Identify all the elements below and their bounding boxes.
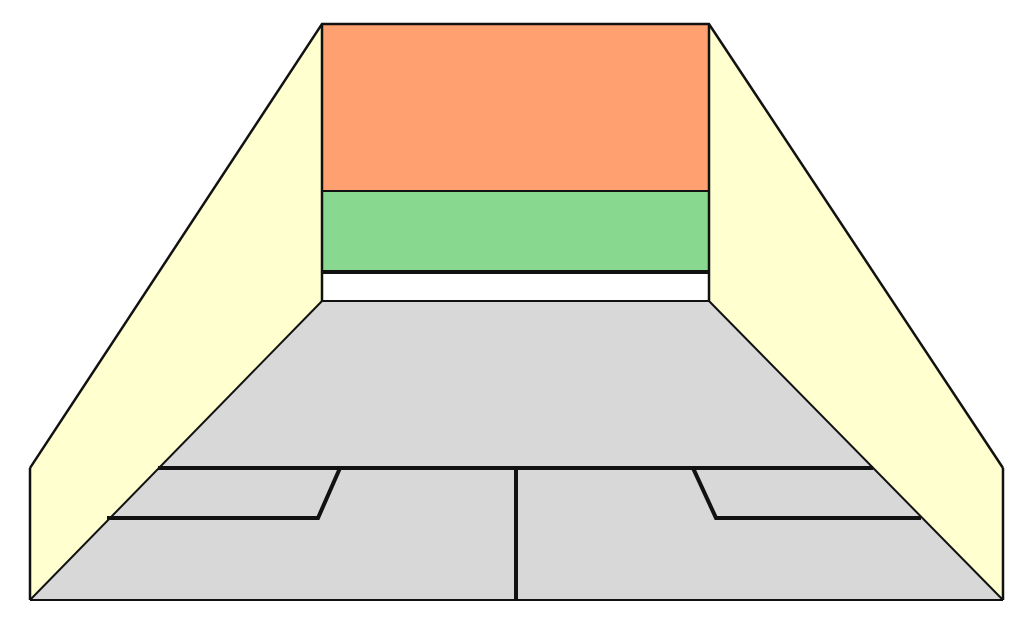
right-side-wall: [709, 24, 1003, 600]
front-wall-service-band: [322, 191, 709, 272]
left-service-box: [107, 467, 342, 520]
left-side-wall: [30, 24, 322, 600]
front-wall-upper-section: [322, 24, 709, 191]
front-wall-tin-strip: [322, 272, 709, 301]
right-service-box: [691, 467, 921, 520]
court-floor: [30, 301, 1003, 600]
floor-markings: [107, 466, 921, 600]
